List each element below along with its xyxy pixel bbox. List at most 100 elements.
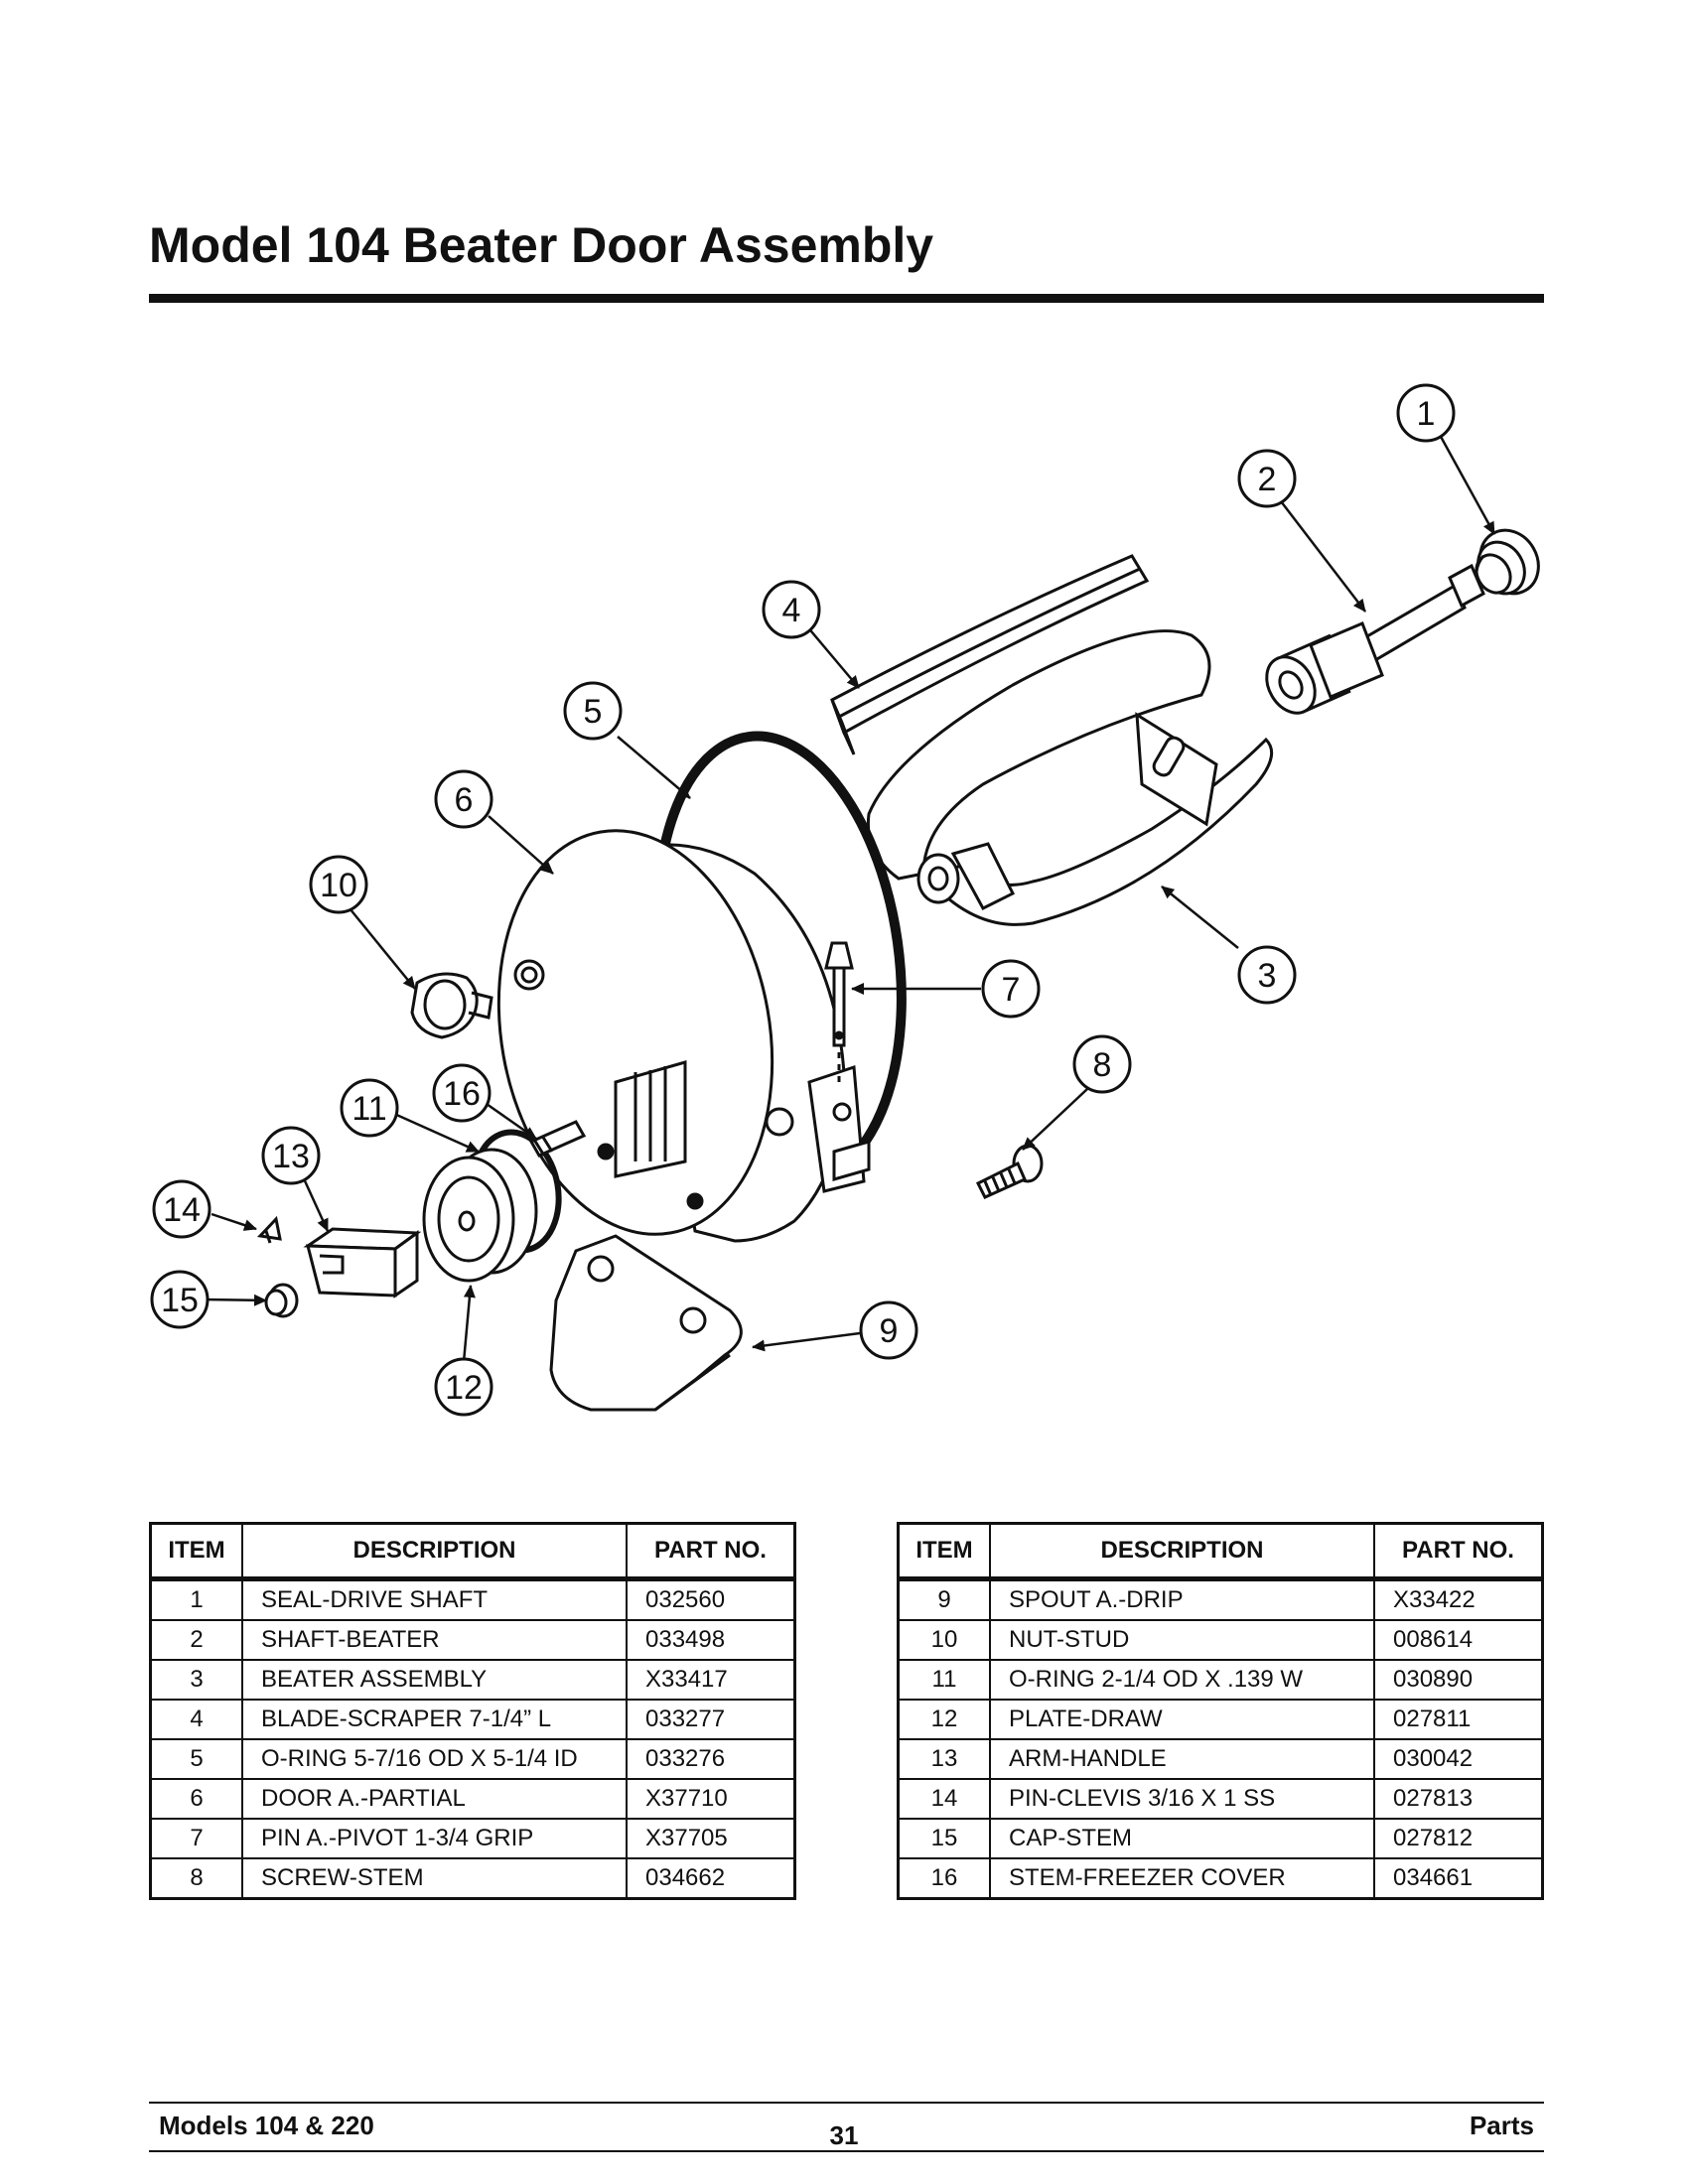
cell-item: 3 — [149, 1659, 243, 1701]
cell-part-no: 027811 — [1373, 1699, 1544, 1740]
svg-text:15: 15 — [161, 1282, 199, 1319]
callout-6: 6 — [434, 769, 493, 829]
exploded-parts-diagram: 1 2 3 4 5 6 7 8 9 10 11 16 — [150, 383, 1540, 1417]
header-item: ITEM — [149, 1522, 243, 1581]
callout-3: 3 — [1237, 945, 1297, 1005]
svg-text:12: 12 — [445, 1369, 483, 1407]
cell-part-no: X37705 — [626, 1818, 796, 1859]
cell-item: 13 — [897, 1738, 991, 1780]
cell-description: PLATE-DRAW — [989, 1699, 1375, 1740]
cell-item: 1 — [149, 1577, 243, 1621]
callout-15: 15 — [150, 1270, 210, 1329]
cell-part-no: 033498 — [626, 1619, 796, 1661]
header-part-no: PART NO. — [626, 1522, 796, 1581]
cell-description: PIN A.-PIVOT 1-3/4 GRIP — [241, 1818, 628, 1859]
cell-item: 4 — [149, 1699, 243, 1740]
cell-item: 7 — [149, 1818, 243, 1859]
cell-part-no: 008614 — [1373, 1619, 1544, 1661]
cell-item: 12 — [897, 1699, 991, 1740]
callout-1: 1 — [1396, 383, 1456, 443]
footer-section: Parts — [1469, 2111, 1534, 2140]
page-title: Model 104 Beater Door Assembly — [149, 217, 934, 273]
cell-item: 5 — [149, 1738, 243, 1780]
footer-rule-top — [149, 2102, 1544, 2104]
cell-item: 14 — [897, 1778, 991, 1820]
cell-description: O-RING 2-1/4 OD X .139 W — [989, 1659, 1375, 1701]
cell-description: SCREW-STEM — [241, 1857, 628, 1900]
cell-description: DOOR A.-PARTIAL — [241, 1778, 628, 1820]
cell-part-no: 033276 — [626, 1738, 796, 1780]
svg-text:9: 9 — [880, 1312, 899, 1350]
part-screw-stem — [975, 1144, 1044, 1199]
cell-part-no: 032560 — [626, 1577, 796, 1621]
cell-item: 15 — [897, 1818, 991, 1859]
cell-part-no: 033277 — [626, 1699, 796, 1740]
table-header-row: ITEM DESCRIPTION PART NO. — [149, 1522, 796, 1581]
svg-text:16: 16 — [443, 1075, 481, 1113]
part-cap-stem — [264, 1283, 299, 1318]
part-pin-clevis — [256, 1215, 282, 1244]
svg-text:3: 3 — [1258, 957, 1277, 995]
cell-part-no: 030890 — [1373, 1659, 1544, 1701]
svg-text:8: 8 — [1093, 1046, 1112, 1084]
header-description: DESCRIPTION — [241, 1522, 628, 1581]
cell-part-no: X33417 — [626, 1659, 796, 1701]
callout-14: 14 — [152, 1179, 211, 1239]
part-stem-freezer-cover — [528, 1120, 587, 1158]
cell-part-no: 027813 — [1373, 1778, 1544, 1820]
cell-description: NUT-STUD — [989, 1619, 1375, 1661]
part-pin-pivot — [824, 941, 854, 1082]
header-description: DESCRIPTION — [989, 1522, 1375, 1581]
svg-text:7: 7 — [1002, 971, 1021, 1009]
cell-description: SEAL-DRIVE SHAFT — [241, 1577, 628, 1621]
svg-text:13: 13 — [272, 1138, 310, 1175]
cell-description: PIN-CLEVIS 3/16 X 1 SS — [989, 1778, 1375, 1820]
part-spout-drip — [549, 1234, 743, 1412]
callout-5: 5 — [563, 681, 623, 741]
callout-10: 10 — [309, 855, 368, 914]
cell-item: 16 — [897, 1857, 991, 1900]
cell-item: 6 — [149, 1778, 243, 1820]
cell-item: 10 — [897, 1619, 991, 1661]
cell-description: BLADE-SCRAPER 7-1/4” L — [241, 1699, 628, 1740]
callout-16: 16 — [432, 1063, 492, 1123]
svg-text:6: 6 — [455, 781, 474, 819]
cell-part-no: 030042 — [1373, 1738, 1544, 1780]
callout-8: 8 — [1072, 1034, 1132, 1094]
cell-part-no: X33422 — [1373, 1577, 1544, 1621]
part-beater-assembly — [866, 629, 1274, 926]
callout-11: 11 — [340, 1078, 399, 1138]
page-number: 31 — [829, 2120, 859, 2150]
cell-item: 11 — [897, 1659, 991, 1701]
cell-description: STEM-FREEZER COVER — [989, 1857, 1375, 1900]
cell-part-no: 034662 — [626, 1857, 796, 1900]
cell-part-no: 027812 — [1373, 1818, 1544, 1859]
svg-text:5: 5 — [584, 693, 603, 731]
cell-description: O-RING 5-7/16 OD X 5-1/4 ID — [241, 1738, 628, 1780]
callout-2: 2 — [1237, 449, 1297, 508]
svg-text:4: 4 — [782, 592, 801, 629]
svg-text:14: 14 — [163, 1191, 201, 1229]
cell-part-no: X37710 — [626, 1778, 796, 1820]
header-item: ITEM — [897, 1522, 991, 1581]
svg-text:11: 11 — [352, 1090, 386, 1128]
table-header-row: ITEM DESCRIPTION PART NO. — [897, 1522, 1544, 1581]
callout-13: 13 — [261, 1126, 321, 1185]
callout-7: 7 — [981, 959, 1041, 1019]
footer-rule-bottom — [149, 2150, 1544, 2152]
svg-text:10: 10 — [320, 867, 357, 904]
